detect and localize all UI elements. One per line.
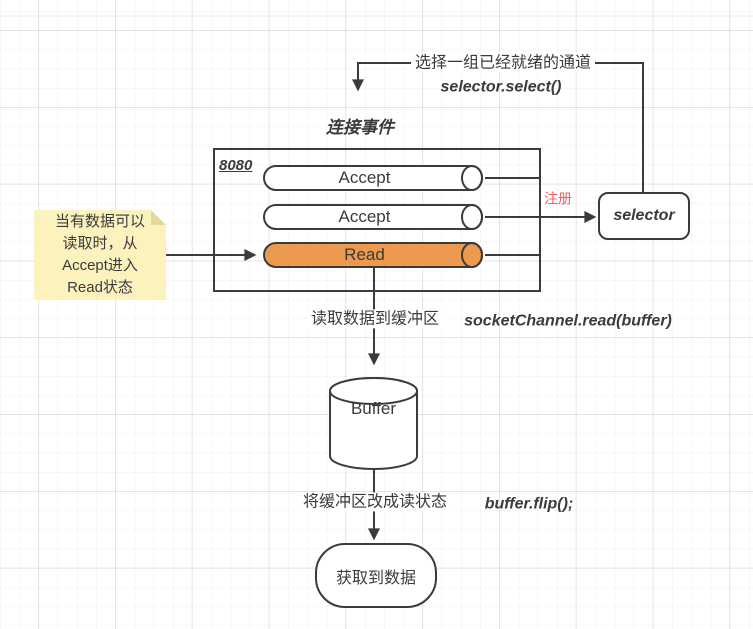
note-line: 读取时，从: [62, 235, 138, 252]
cylinder-shape: [262, 242, 483, 268]
channel-box: [213, 148, 541, 292]
note-fold-corner: [151, 210, 166, 225]
channel-accept-2: Accept: [262, 204, 485, 230]
register-label: 注册: [544, 190, 572, 207]
database-cylinder-shape: [329, 377, 418, 470]
read-edge-label: 读取数据到缓冲区: [306, 309, 444, 329]
diagram-title: 连接事件: [326, 117, 394, 137]
result-node: 获取到数据: [315, 543, 437, 608]
port-label: 8080: [219, 157, 253, 174]
buffer-node: Buffer: [329, 377, 418, 470]
selector-node-label: selector: [613, 207, 675, 224]
channel-label: Read: [344, 245, 385, 264]
channel-accept-1: Accept: [262, 165, 485, 191]
channel-label: Accept: [338, 168, 391, 187]
buffer-node-label: Buffer: [350, 399, 397, 418]
sticky-note: 当有数据可以 读取时，从 Accept进入 Read状态: [34, 210, 166, 300]
selector-node: selector: [598, 192, 690, 240]
note-line: Accept进入: [62, 257, 138, 274]
channel-label: Accept: [338, 207, 391, 226]
channel-read: Read: [262, 242, 485, 268]
note-line: 当有数据可以: [54, 213, 145, 230]
select-loop-label: 选择一组已经就绪的通道: [410, 53, 596, 73]
flip-edge-label: 将缓冲区改成读状态: [298, 492, 452, 512]
selector-select-code: selector.select(): [440, 78, 562, 96]
result-node-label: 获取到数据: [335, 569, 416, 587]
cylinder-shape: [262, 204, 483, 230]
buffer-flip-code: buffer.flip();: [484, 495, 574, 513]
cylinder-shape: [262, 165, 483, 191]
socketchannel-read-code: socketChannel.read(buffer): [464, 312, 672, 330]
note-line: Read状态: [67, 279, 133, 296]
